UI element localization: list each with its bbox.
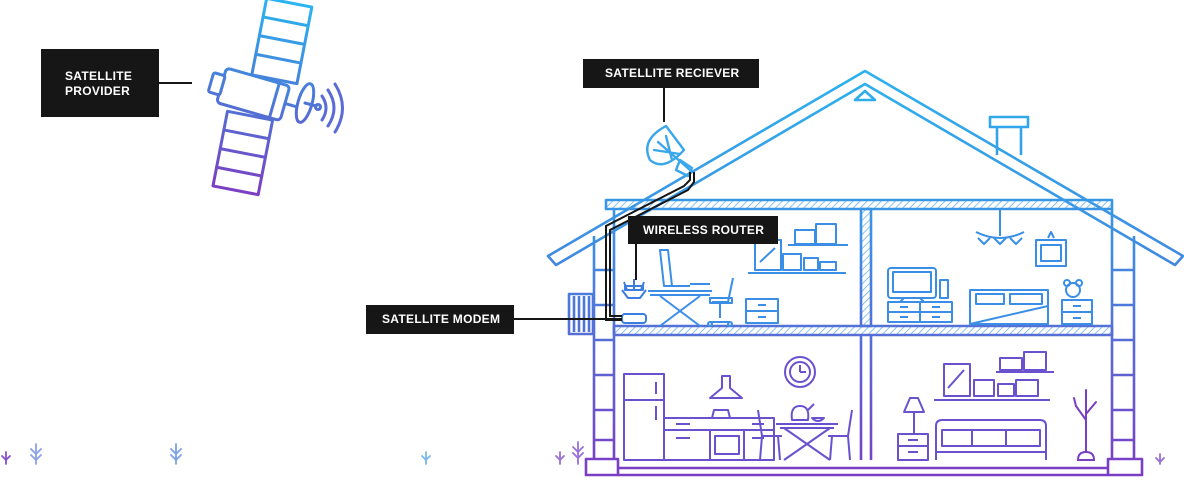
office-furniture (648, 223, 848, 327)
house-icon (546, 69, 1184, 477)
satellite-modem-label-text: SATELLITE MODEM (382, 312, 501, 326)
lamp-icon (903, 397, 925, 434)
living-room-furniture (897, 351, 1054, 461)
satellite-receiver-label-text: SATELLITE RECIEVER (605, 66, 740, 80)
satellite-modem-icon (621, 313, 647, 324)
wireless-router-icon (621, 279, 647, 299)
grass-icon (1, 441, 1165, 465)
satellite-modem-label: SATELLITE MODEM (366, 305, 514, 334)
signal-waves-icon (320, 82, 344, 134)
satellite-provider-label-line1: SATELLITE (65, 69, 133, 83)
satellite-provider-label-line2: PROVIDER (65, 84, 131, 98)
satellite-dish-icon (646, 124, 694, 178)
satellite-receiver-label: SATELLITE RECIEVER (583, 59, 759, 88)
clock-icon (784, 356, 816, 388)
satellite-provider-label: SATELLITE PROVIDER (41, 49, 159, 117)
satellite-icon (207, 0, 322, 197)
wireless-router-label: WIRELESS ROUTER (628, 216, 778, 244)
connectors (159, 82, 695, 321)
wireless-router-label-text: WIRELESS ROUTER (643, 223, 765, 237)
bedroom-furniture (887, 210, 1093, 325)
kitchen-furniture (623, 356, 853, 461)
tree-icon (1073, 389, 1097, 461)
